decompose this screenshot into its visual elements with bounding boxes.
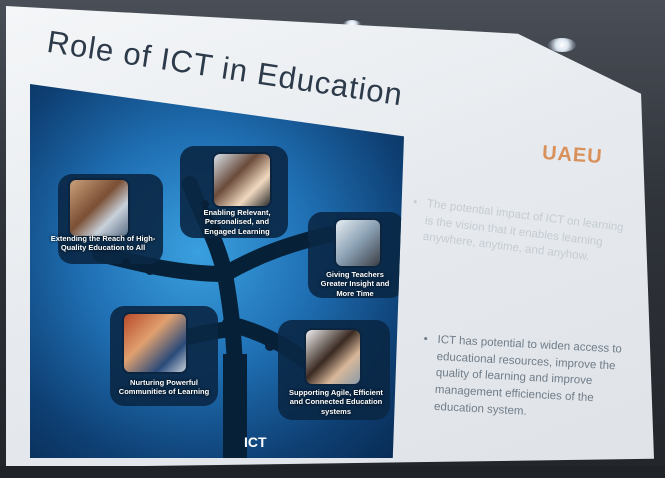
bullet-text: ICT has potential to widen access to edu… [433, 333, 623, 418]
projection-screen: Role of ICT in Education UAEU Extending … [6, 6, 654, 468]
branch-label: Extending the Reach of High-Quality Educ… [50, 234, 156, 253]
photo-community [124, 314, 186, 372]
branch-label: Giving Teachers Greater Insight and More… [320, 270, 390, 298]
photo-teacher [336, 220, 380, 266]
bullet-item: • ICT has potential to widen access to e… [423, 332, 638, 426]
branch-label: Nurturing Powerful Communities of Learni… [118, 378, 210, 397]
ict-center-label: ICT [244, 434, 267, 450]
tree-trunk-base [223, 354, 247, 458]
uaeu-logo: UAEU [541, 141, 604, 169]
photo-students [70, 180, 128, 236]
photo-learner [214, 154, 270, 206]
bullet-item: • The potential impact of ICT on learnin… [412, 196, 632, 271]
branch-label: Enabling Relevant, Personalised, and Eng… [203, 208, 271, 236]
photo-students-laptop [306, 330, 360, 384]
screen-frame-bottom [0, 466, 665, 478]
ict-tree-diagram: Extending the Reach of High-Quality Educ… [30, 84, 404, 458]
bullet-dot: • [423, 333, 428, 346]
branch-label: Supporting Agile, Efficient and Connecte… [289, 388, 383, 416]
ceiling-light [343, 20, 361, 29]
ceiling-light [548, 38, 576, 52]
bullet-text: The potential impact of ICT on learning … [422, 197, 625, 264]
bullet-dot: • [412, 196, 418, 209]
